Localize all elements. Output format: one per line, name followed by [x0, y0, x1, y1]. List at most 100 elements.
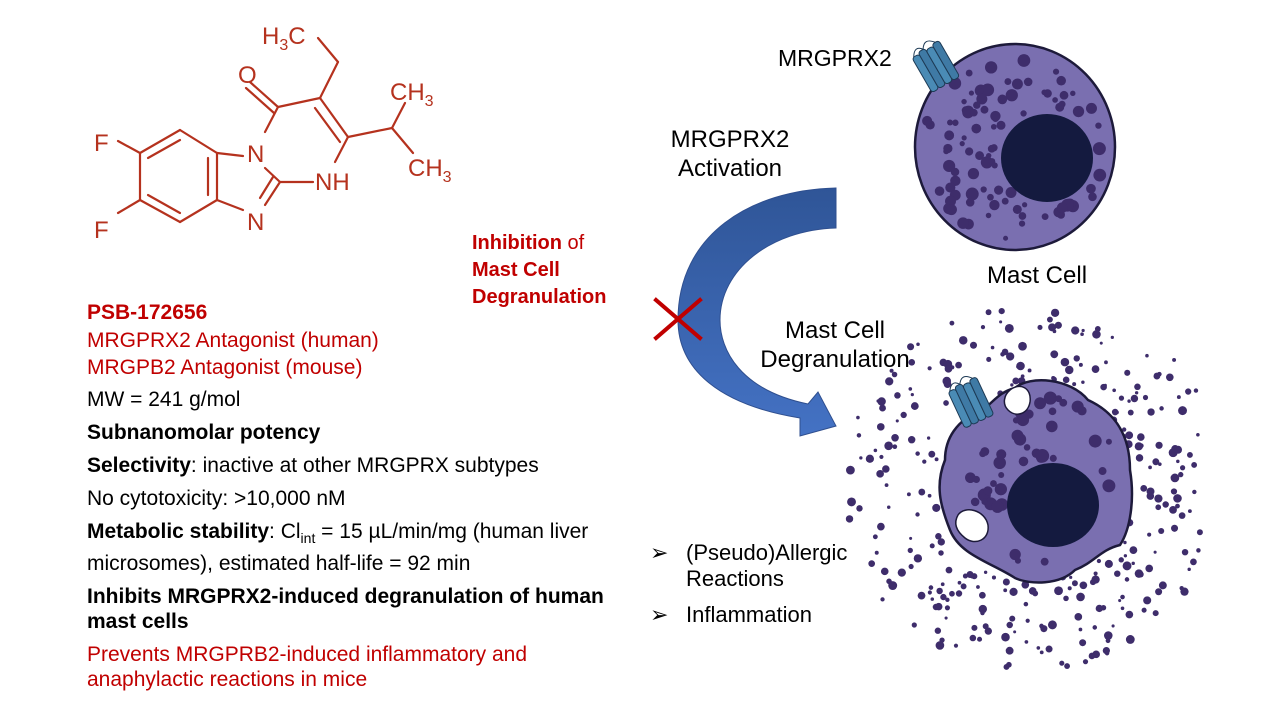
- granule: [1134, 442, 1143, 451]
- granule: [1009, 587, 1018, 596]
- granule: [944, 616, 948, 620]
- granule: [944, 130, 955, 141]
- granule: [865, 454, 875, 463]
- metabolic-clint: : Cl: [269, 520, 301, 543]
- granule: [1055, 395, 1063, 403]
- granule: [913, 554, 923, 563]
- granule: [847, 497, 856, 507]
- granule: [1176, 395, 1181, 400]
- granule: [1169, 506, 1177, 514]
- granule: [1170, 488, 1178, 495]
- metabolic-subscript: int: [300, 530, 316, 547]
- granule: [1054, 586, 1063, 596]
- granule: [1142, 394, 1149, 401]
- granule: [1166, 373, 1174, 382]
- granule: [856, 505, 863, 512]
- granule: [1137, 433, 1145, 441]
- granule: [907, 343, 915, 351]
- granule: [935, 641, 945, 650]
- inhibition-line2: Mast Cell: [472, 259, 560, 281]
- granule: [943, 143, 953, 154]
- inhibition-of: of: [561, 232, 585, 254]
- granule: [918, 488, 926, 496]
- granule: [1185, 388, 1192, 395]
- granule: [1018, 220, 1026, 227]
- inhibition-label: Inhibition of Mast Cell Degranulation: [472, 230, 606, 311]
- granule: [1171, 524, 1179, 532]
- granule: [917, 591, 926, 600]
- outcome-list: ➢ (Pseudo)Allergic Reactions ➢ Inflammat…: [650, 540, 847, 628]
- granule: [985, 212, 992, 219]
- activation-line2: Activation: [677, 155, 783, 182]
- granule: [935, 533, 942, 540]
- granule: [1095, 122, 1102, 129]
- granule: [1193, 388, 1199, 393]
- granule: [1192, 489, 1197, 495]
- granule: [872, 534, 878, 540]
- granule: [884, 441, 893, 451]
- granule: [1052, 97, 1058, 103]
- granule: [994, 483, 1007, 496]
- granule: [981, 83, 995, 97]
- granule: [868, 560, 876, 567]
- granule: [1079, 581, 1088, 590]
- granule: [1129, 546, 1138, 555]
- granule: [994, 185, 1004, 195]
- granule: [958, 336, 968, 345]
- granule: [1059, 90, 1069, 100]
- granule: [877, 397, 886, 406]
- granule: [1077, 406, 1087, 416]
- property-mw: MW = 241 g/mol: [87, 388, 241, 411]
- granule: [908, 387, 913, 391]
- atom-fluorine-2: F: [94, 217, 109, 244]
- granule: [1050, 350, 1059, 359]
- granule: [1012, 417, 1020, 424]
- granule: [885, 377, 894, 386]
- granule: [1020, 374, 1025, 379]
- granule: [907, 436, 916, 444]
- granule: [874, 550, 879, 555]
- granule: [1018, 341, 1027, 351]
- granule: [945, 566, 953, 574]
- arrow-bullet-icon: ➢: [650, 602, 669, 627]
- granule: [943, 380, 952, 388]
- granule: [1095, 604, 1104, 613]
- granule: [1021, 202, 1028, 208]
- granule: [1125, 635, 1135, 644]
- granule: [1065, 365, 1074, 375]
- granule: [879, 454, 884, 459]
- granule: [922, 459, 927, 464]
- granule: [894, 392, 901, 399]
- granule: [932, 503, 941, 512]
- cross-icon: [653, 297, 703, 341]
- granule: [1125, 610, 1134, 619]
- granule: [983, 486, 993, 496]
- cell-nucleus: [1001, 114, 1093, 202]
- granule: [1064, 663, 1070, 669]
- granule: [1121, 427, 1127, 432]
- granule: [1110, 335, 1114, 339]
- granule: [1147, 532, 1152, 537]
- granule: [1098, 467, 1107, 476]
- granule: [990, 123, 997, 130]
- granule: [1099, 341, 1103, 345]
- granule: [1112, 388, 1116, 393]
- atom-n-ring: N: [247, 141, 264, 168]
- granule: [936, 587, 943, 595]
- granule: [1191, 462, 1198, 468]
- granule: [873, 448, 878, 453]
- granule: [1137, 571, 1144, 578]
- granule: [945, 195, 956, 207]
- granule: [1104, 360, 1108, 365]
- granule: [1011, 78, 1023, 90]
- granule: [915, 451, 920, 456]
- granule: [1118, 557, 1124, 563]
- granule: [884, 483, 889, 488]
- granule: [1043, 391, 1057, 405]
- granule: [1009, 615, 1016, 622]
- granule: [999, 320, 1003, 324]
- granule: [1093, 571, 1098, 576]
- granule: [880, 567, 889, 576]
- granule: [984, 627, 992, 635]
- granule: [1104, 559, 1113, 568]
